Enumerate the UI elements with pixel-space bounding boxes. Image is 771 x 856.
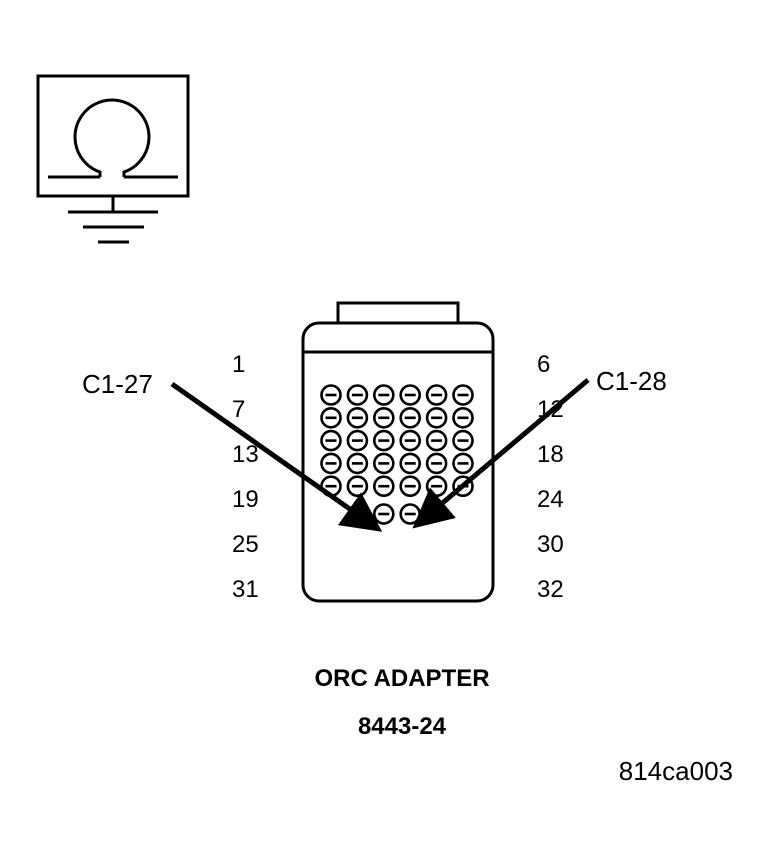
pin-cavity-5 (425, 384, 448, 406)
pin-number-left-row-6: 31 (232, 576, 259, 603)
pin-cavity-23 (425, 452, 448, 475)
pin-cavity-27 (372, 475, 395, 498)
pin-cavity-24 (452, 452, 474, 475)
adapter-title: ORC ADAPTER (314, 665, 489, 692)
pin-cavity-14 (346, 429, 369, 452)
probe-right-label: C1-28 (596, 366, 667, 396)
pin-number-right-row-5: 30 (537, 531, 564, 558)
omega-icon (73, 98, 151, 177)
pin-cavity-10 (399, 406, 422, 429)
pin-cavity-31 (372, 503, 395, 525)
pin-cavity-11 (425, 406, 448, 429)
probe-right: C1-28 (412, 366, 667, 529)
pin-number-left-row-3: 13 (232, 441, 259, 468)
pin-cavity-16 (399, 429, 422, 452)
probe-right-arrow (412, 378, 590, 529)
probe-left-arrow (170, 381, 383, 532)
pin-cavity-15 (372, 429, 395, 452)
pin-number-right-row-6: 32 (537, 576, 564, 603)
figure-id: 814ca003 (619, 756, 733, 786)
pin-cavity-26 (346, 475, 369, 498)
pin-cavity-12 (452, 406, 474, 429)
pin-cavity-2 (346, 384, 369, 406)
pin-number-right-row-3: 18 (537, 441, 564, 468)
pin-cavity-17 (425, 429, 448, 452)
pin-cavity-9 (372, 406, 395, 429)
adapter-part-number: 8443-24 (358, 713, 447, 740)
pin-number-right-row-4: 24 (537, 486, 564, 513)
pin-cavity-20 (346, 452, 369, 475)
pin-cavity-21 (372, 452, 395, 475)
probe-left: C1-27 (82, 369, 383, 532)
pin-cavity-1 (320, 384, 342, 406)
pin-cavity-29 (425, 475, 448, 498)
probe-left-label: C1-27 (82, 369, 153, 399)
pin-number-left-row-2: 7 (232, 396, 245, 423)
orc-adapter-connector (301, 301, 495, 603)
pin-cavity-7 (320, 406, 342, 429)
pin-cavity-22 (399, 452, 422, 475)
pin-cavity-13 (320, 429, 342, 452)
pin-number-left-row-4: 19 (232, 486, 259, 513)
pin-grid (320, 384, 474, 525)
pin-number-right-row-1: 6 (537, 351, 550, 378)
pin-cavity-3 (372, 384, 395, 406)
pin-cavity-6 (452, 384, 474, 406)
left-pin-numbers: 1 7 13 19 25 31 (232, 351, 259, 603)
right-pin-numbers: 6 12 18 24 30 32 (537, 351, 564, 603)
pin-cavity-19 (320, 452, 342, 475)
pin-cavity-8 (346, 406, 369, 429)
pin-cavity-28 (399, 475, 422, 498)
ohmmeter-with-ground-icon (36, 74, 190, 244)
pin-number-left-row-5: 25 (232, 531, 259, 558)
pin-cavity-18 (452, 429, 474, 452)
pin-number-left-row-1: 1 (232, 351, 245, 378)
pin-cavity-4 (399, 384, 422, 406)
pin-cavity-32 (399, 503, 422, 525)
